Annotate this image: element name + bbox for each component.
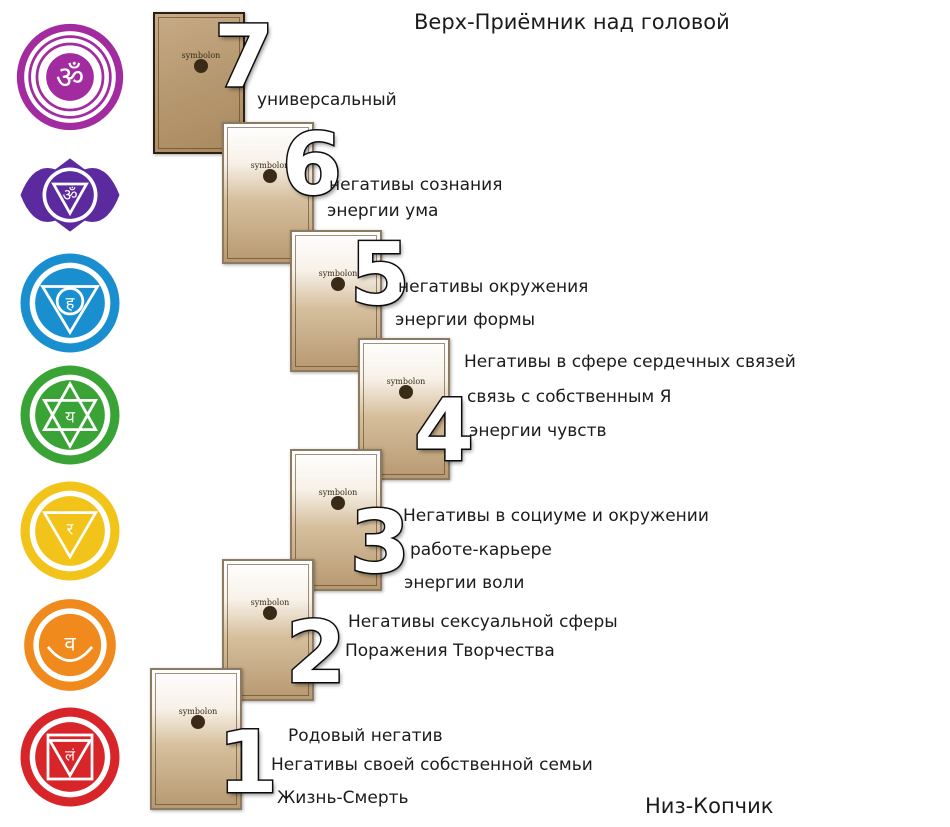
sacral-chakra-icon: व [24, 599, 116, 691]
position-4-line-2: связь с собственным Я [467, 387, 672, 407]
svg-text:symbolon: symbolon [182, 51, 221, 60]
card-logo: symbolon [182, 51, 221, 73]
position-number-1: 1 [217, 713, 280, 813]
solar-plexus-chakra-icon: र [20, 481, 120, 581]
card-logo: symbolon [179, 707, 218, 729]
position-1-line-1: Родовый негатив [288, 726, 443, 746]
position-number-6: 6 [281, 115, 344, 215]
position-4-line-1: Негативы в сфере сердечных связей [464, 352, 796, 372]
position-2-line-1: Негативы сексуальной сферы [348, 612, 618, 632]
position-3-line-2: работе-карьере [410, 540, 552, 560]
position-5-line-1: негативы окружения [398, 277, 589, 297]
svg-text:symbolon: symbolon [319, 269, 358, 278]
card-logo: symbolon [387, 377, 426, 399]
card-logo: symbolon [251, 161, 290, 183]
card-logo: symbolon [319, 488, 358, 510]
throat-chakra-icon: ह [20, 253, 120, 353]
position-2-line-2: Поражения Творчества [345, 641, 555, 661]
crown-chakra-icon: ॐ [16, 23, 124, 131]
position-4-line-3: энергии чувств [469, 421, 607, 441]
position-7-line-1: универсальный [257, 90, 397, 110]
svg-text:य: य [65, 407, 75, 426]
svg-text:symbolon: symbolon [251, 161, 290, 170]
position-6-line-1: негативы сознания [329, 175, 503, 195]
position-number-4: 4 [413, 381, 476, 481]
position-6-line-2: энергии ума [327, 201, 439, 221]
svg-text:ॐ: ॐ [56, 60, 84, 96]
svg-text:ॐ: ॐ [62, 186, 77, 205]
svg-text:symbolon: symbolon [179, 707, 218, 716]
third-eye-chakra-icon: ॐ [20, 158, 120, 232]
position-number-2: 2 [285, 603, 348, 703]
card-logo: symbolon [251, 598, 290, 620]
top-caption: Верх-Приёмник над головой [414, 10, 730, 34]
svg-text:symbolon: symbolon [251, 598, 290, 607]
position-3-line-1: Негативы в социуме и окружении [403, 506, 709, 526]
root-chakra-icon: लं [20, 707, 120, 807]
bottom-caption: Низ-Копчик [645, 794, 774, 818]
svg-text:symbolon: symbolon [319, 488, 358, 497]
position-number-3: 3 [349, 493, 412, 593]
svg-text:symbolon: symbolon [387, 377, 426, 386]
position-1-line-3: Жизнь-Смерть [277, 788, 409, 808]
svg-text:र: र [67, 520, 74, 539]
position-number-5: 5 [349, 225, 412, 325]
card-logo: symbolon [319, 269, 358, 291]
position-5-line-2: энергии формы [395, 310, 536, 330]
svg-text:ह: ह [66, 294, 75, 313]
position-3-line-3: энергии воли [404, 573, 525, 593]
card-position-7: symbolon [153, 12, 245, 154]
position-number-7: 7 [213, 7, 276, 107]
card-position-1: symbolon [150, 668, 242, 810]
svg-text:व: व [64, 632, 76, 656]
heart-chakra-icon: य [20, 365, 120, 465]
svg-text:लं: लं [65, 748, 76, 765]
position-1-line-2: Негативы своей собственной семьи [271, 755, 593, 775]
